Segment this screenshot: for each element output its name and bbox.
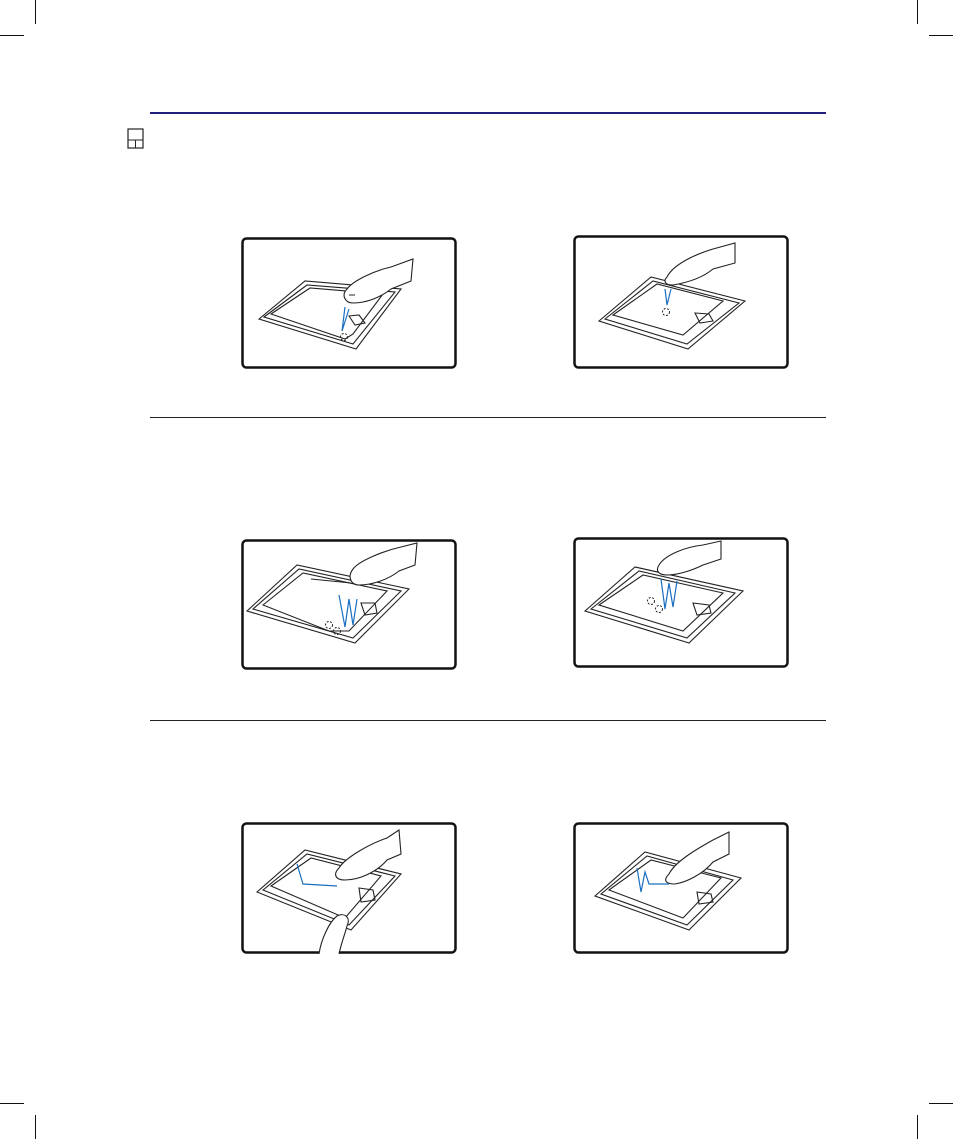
section-divider — [150, 417, 826, 418]
touchpad-figure-double-tap — [573, 537, 789, 668]
touchpad-figure-tap-click — [573, 235, 789, 369]
touchpad-figure-drag-with-tap — [573, 822, 789, 954]
touchpad-figure-drag-with-button — [241, 822, 457, 954]
header-rule — [150, 112, 826, 114]
crop-mark — [917, 0, 918, 24]
crop-mark — [929, 35, 953, 36]
note-icon — [127, 128, 145, 150]
section-divider — [150, 720, 826, 721]
crop-mark — [35, 1115, 36, 1139]
crop-mark — [35, 0, 36, 24]
crop-mark — [0, 1103, 24, 1104]
crop-mark — [929, 1103, 953, 1104]
touchpad-figure-tap-click — [241, 237, 457, 369]
touchpad-figure-double-click — [241, 539, 457, 670]
crop-mark — [0, 35, 24, 36]
crop-mark — [917, 1115, 918, 1139]
